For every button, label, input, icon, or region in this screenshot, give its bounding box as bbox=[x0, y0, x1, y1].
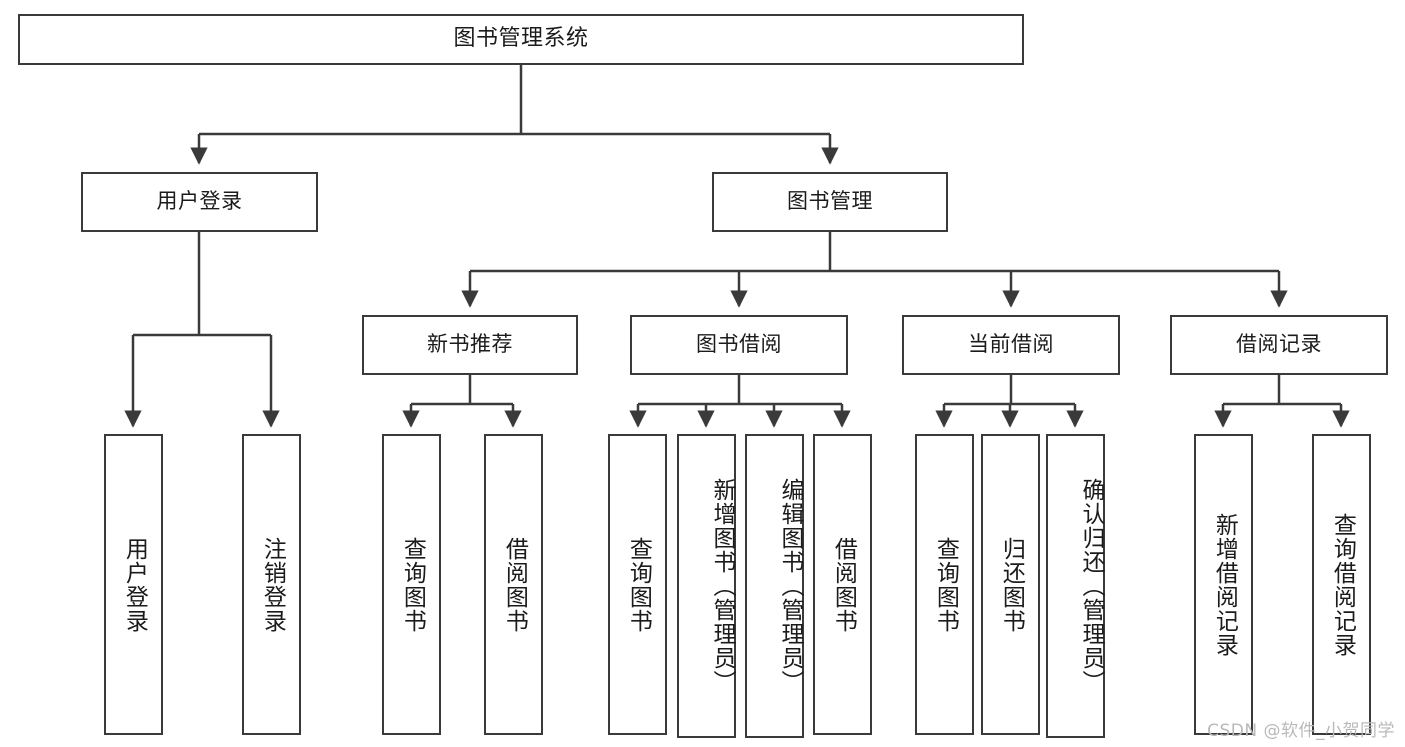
node-book-borrow[interactable]: 图书借阅 bbox=[630, 315, 848, 375]
leaf-record-add-record[interactable]: 新增借阅记录 bbox=[1194, 434, 1253, 735]
leaf-new-book-query-book[interactable]: 查询图书 bbox=[382, 434, 441, 735]
leaf-label: 借阅图书 bbox=[501, 536, 528, 633]
node-book-borrow-label: 图书借阅 bbox=[696, 332, 782, 357]
leaf-label: 归还图书 bbox=[998, 536, 1025, 633]
node-current-borrow-label: 当前借阅 bbox=[968, 332, 1054, 357]
leaf-label: 新增借阅记录 bbox=[1211, 512, 1238, 657]
node-borrow-record-label: 借阅记录 bbox=[1236, 332, 1322, 357]
csdn-watermark: CSDN @软件_小贺同学 bbox=[1207, 721, 1395, 741]
leaf-label: 确认归还（管理员） bbox=[1078, 478, 1104, 694]
node-root-label: 图书管理系统 bbox=[453, 26, 589, 52]
leaf-borrow-edit-book-admin[interactable]: 编辑图书（管理员） bbox=[745, 434, 804, 738]
leaf-label: 借阅图书 bbox=[830, 536, 857, 633]
node-book-management-label: 图书管理 bbox=[787, 189, 873, 214]
leaf-user-login-login[interactable]: 用户登录 bbox=[104, 434, 163, 735]
leaf-current-query-book[interactable]: 查询图书 bbox=[915, 434, 974, 735]
leaf-label: 编辑图书（管理员） bbox=[777, 478, 803, 694]
leaf-borrow-borrow-book[interactable]: 借阅图书 bbox=[813, 434, 872, 735]
leaf-borrow-query-book[interactable]: 查询图书 bbox=[608, 434, 667, 735]
leaf-user-login-logout[interactable]: 注销登录 bbox=[242, 434, 301, 735]
leaf-label: 注销登录 bbox=[259, 536, 286, 633]
leaf-label: 查询图书 bbox=[625, 536, 652, 633]
node-book-management[interactable]: 图书管理 bbox=[712, 172, 948, 232]
leaf-current-return-book[interactable]: 归还图书 bbox=[981, 434, 1040, 735]
leaf-record-query-record[interactable]: 查询借阅记录 bbox=[1312, 434, 1371, 735]
leaf-borrow-add-book-admin[interactable]: 新增图书（管理员） bbox=[677, 434, 736, 738]
node-borrow-record[interactable]: 借阅记录 bbox=[1170, 315, 1388, 375]
leaf-label: 查询图书 bbox=[932, 536, 959, 633]
leaf-new-book-borrow-book[interactable]: 借阅图书 bbox=[484, 434, 543, 735]
node-user-login[interactable]: 用户登录 bbox=[81, 172, 318, 232]
leaf-label: 用户登录 bbox=[121, 536, 148, 633]
node-root[interactable]: 图书管理系统 bbox=[18, 14, 1024, 65]
node-current-borrow[interactable]: 当前借阅 bbox=[902, 315, 1120, 375]
leaf-label: 查询图书 bbox=[399, 536, 426, 633]
leaf-current-confirm-return-admin[interactable]: 确认归还（管理员） bbox=[1046, 434, 1105, 738]
node-user-login-label: 用户登录 bbox=[156, 189, 243, 214]
node-new-book-recommend-label: 新书推荐 bbox=[427, 332, 513, 357]
node-new-book-recommend[interactable]: 新书推荐 bbox=[362, 315, 578, 375]
leaf-label: 新增图书（管理员） bbox=[709, 478, 735, 694]
leaf-label: 查询借阅记录 bbox=[1329, 512, 1356, 657]
